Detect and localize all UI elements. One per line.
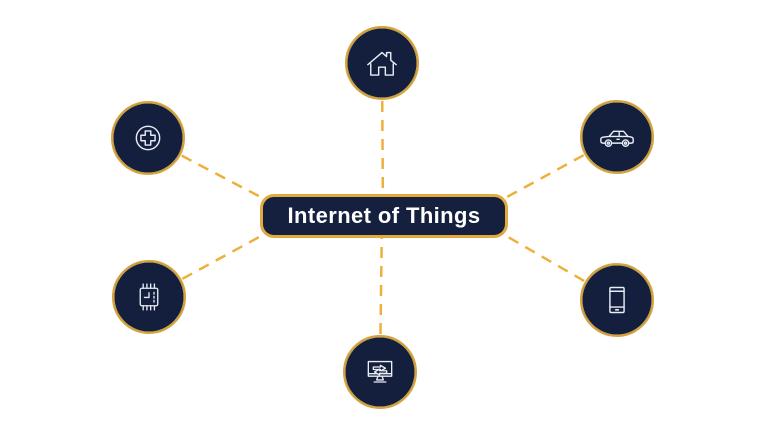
node-connected-car (580, 100, 654, 174)
node-healthcare (111, 101, 185, 175)
tablet-icon (597, 280, 637, 320)
home-icon (362, 43, 402, 83)
node-microchip (112, 260, 186, 334)
microchip-icon (129, 277, 169, 317)
node-data-transfer (343, 335, 417, 409)
node-mobile-device (580, 263, 654, 337)
hub-internet-of-things: Internet of Things (260, 194, 508, 238)
car-icon (596, 116, 638, 158)
hub-title: Internet of Things (287, 203, 481, 228)
monitor-transfer-icon (360, 352, 400, 392)
medical-cross-icon (128, 118, 168, 158)
node-smart-home (345, 26, 419, 100)
